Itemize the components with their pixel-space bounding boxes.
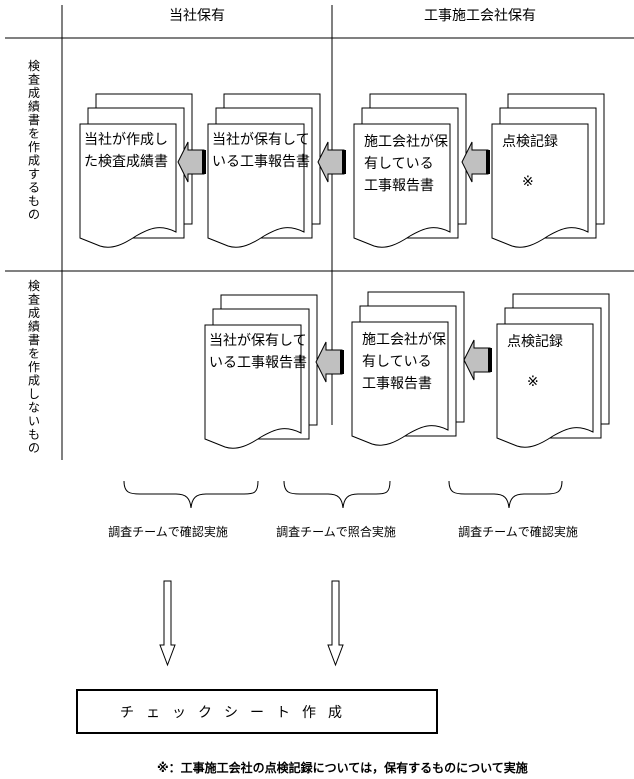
- doc-line: 当社が保有して: [212, 132, 310, 148]
- arrow-down-icon: [159, 580, 176, 667]
- footnote: ※：工事施工会社の点検記録については，保有するものについて実施: [157, 760, 528, 775]
- row-label-char: を: [28, 127, 40, 141]
- row-label-char: 成: [28, 306, 40, 320]
- doc-stack-own-work-report: 当社が保有して いる工事報告書: [207, 93, 321, 248]
- row-label-char: の: [28, 441, 40, 455]
- row-label-char: 査: [28, 293, 40, 307]
- brace-compare: [283, 480, 391, 509]
- doc-stack-inspection-record: 点検記録 ※: [496, 293, 610, 448]
- doc-line: 当社が作成し: [84, 132, 168, 148]
- doc-line: 施工会社が保: [364, 134, 448, 150]
- doc-line: 点検記録: [507, 333, 563, 350]
- row-label-char: も: [28, 428, 40, 442]
- row-label-char: 書: [28, 333, 40, 347]
- doc-line: 有している: [364, 156, 434, 172]
- row-label-char: し: [28, 387, 40, 401]
- doc-stack-own-work-report: 当社が保有して いる工事報告書: [204, 294, 318, 449]
- doc-stack-contractor-work-report: 施工会社が保 有している 工事報告書: [351, 291, 465, 446]
- arrow-down-icon: [327, 580, 344, 667]
- note-mark: ※: [527, 374, 539, 390]
- doc-line: いる工事報告書: [209, 355, 307, 371]
- row-label-char: い: [28, 414, 40, 428]
- header-own: 当社保有: [169, 8, 225, 24]
- arrow-left-icon: [463, 339, 493, 381]
- row-label-char: 成: [28, 154, 40, 168]
- row-label-char: る: [28, 181, 40, 195]
- header-contractor: 工事施工会社保有: [424, 8, 536, 24]
- row-label-char: 査: [28, 73, 40, 87]
- row-label-char: を: [28, 347, 40, 361]
- doc-stack-contractor-work-report: 施工会社が保 有している 工事報告書: [353, 93, 467, 248]
- arrow-left-icon: [315, 341, 345, 383]
- doc-line: 工事報告書: [364, 178, 434, 194]
- doc-line: 施工会社が保: [362, 332, 446, 348]
- result-box: [76, 689, 438, 734]
- doc-stack-inspection-record: 点検記録 ※: [491, 93, 605, 248]
- result-box-label: チェックシート作成: [120, 705, 354, 721]
- row-label-char: 作: [28, 360, 40, 374]
- doc-line: た検査成績書: [84, 154, 168, 170]
- row-label-char: 績: [28, 320, 40, 334]
- doc-line: 当社が保有して: [209, 333, 307, 349]
- brace-label-own: 調査チームで確認実施: [108, 524, 228, 539]
- doc-line: いる工事報告書: [212, 154, 310, 170]
- note-mark: ※: [522, 174, 534, 190]
- row-label-char: 検: [28, 279, 40, 293]
- row-label-char: の: [28, 208, 40, 222]
- brace-own: [123, 480, 259, 509]
- doc-line: 点検記録: [502, 133, 558, 150]
- row-label-char: 成: [28, 86, 40, 100]
- row-label-char: 績: [28, 100, 40, 114]
- row-label-char: 作: [28, 140, 40, 154]
- row-label-char: 検: [28, 59, 40, 73]
- brace-label-contractor: 調査チームで確認実施: [458, 524, 578, 539]
- brace-label-compare: 調査チームで照合実施: [276, 524, 396, 539]
- doc-line: 有している: [362, 354, 432, 370]
- row-label-char: な: [28, 401, 40, 415]
- row-label-char: す: [28, 167, 40, 181]
- doc-line: 工事報告書: [362, 376, 432, 392]
- row-label-char: 成: [28, 374, 40, 388]
- row-label-char: も: [28, 194, 40, 208]
- row-label-char: 書: [28, 113, 40, 127]
- brace-contractor: [448, 480, 563, 509]
- doc-stack-own-inspection-report: 当社が作成し た検査成績書: [79, 93, 193, 248]
